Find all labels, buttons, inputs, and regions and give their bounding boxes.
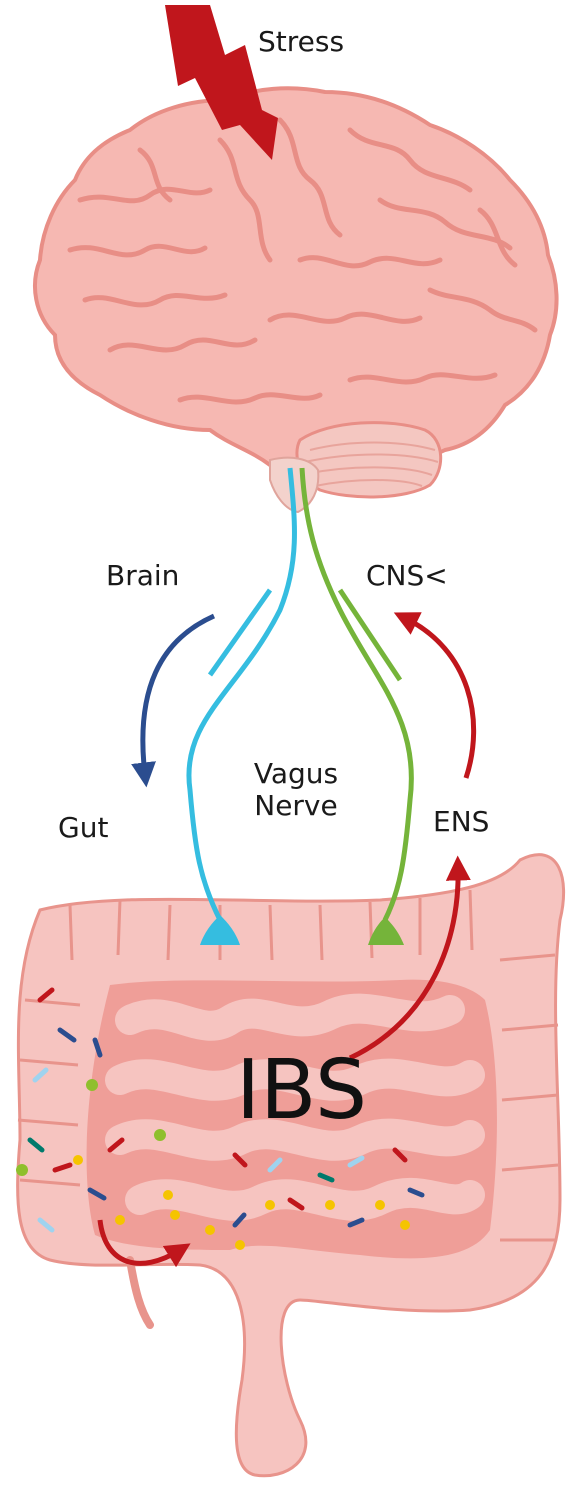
ens-to-cns-arrow [405, 618, 474, 778]
ibs-label: IBS [236, 1046, 367, 1136]
vagus-nerve-green [302, 468, 411, 920]
stress-label: Stress [258, 26, 344, 58]
vagus-label-line1: Vagus [246, 758, 346, 790]
vagus-efferent-arrow [210, 590, 270, 675]
appendix-shape [130, 1260, 150, 1325]
vagus-nerve-blue [189, 468, 295, 920]
brain-illustration [35, 88, 557, 512]
ens-label: ENS [433, 806, 489, 838]
vagus-nerve-label: Vagus Nerve [246, 758, 346, 822]
brain-to-gut-arrow [143, 616, 214, 775]
brain-label: Brain [106, 560, 179, 592]
cns-label: CNS< [366, 560, 448, 592]
intestines-illustration [16, 855, 564, 1476]
gut-label: Gut [58, 812, 108, 844]
vagus-label-line2: Nerve [246, 790, 346, 822]
